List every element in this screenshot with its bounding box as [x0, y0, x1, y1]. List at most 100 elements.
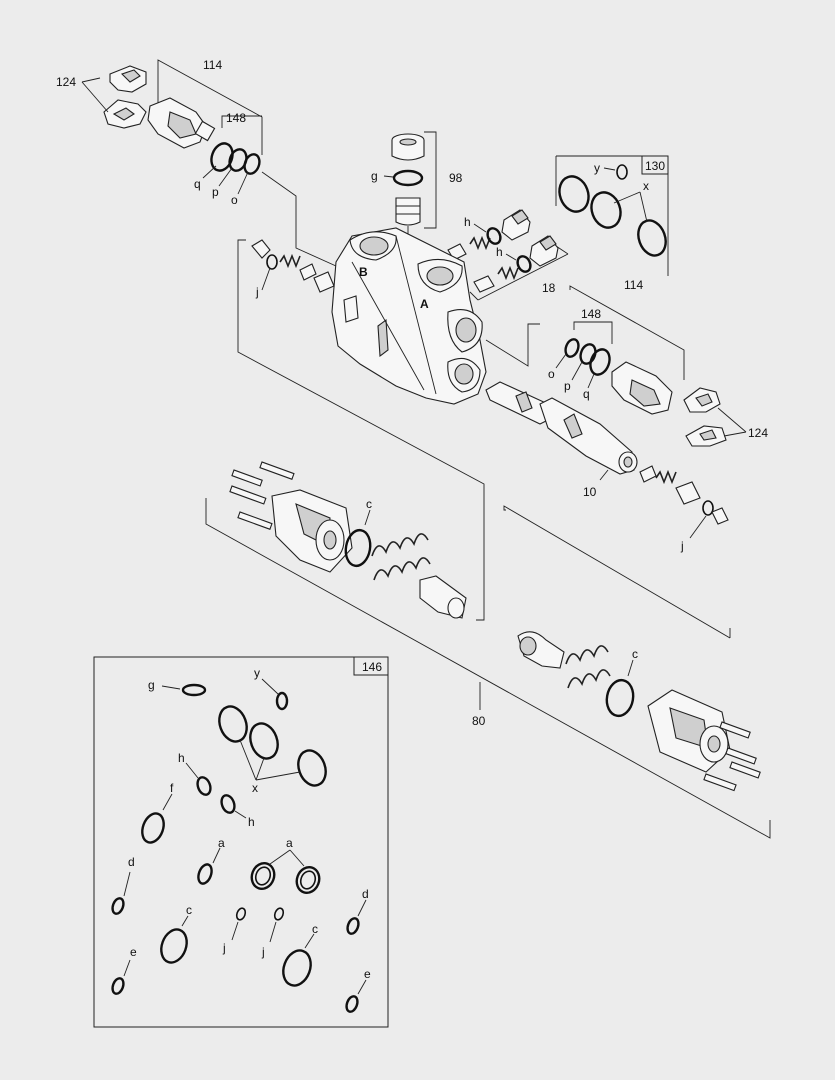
kit-oring-d-1 [111, 897, 125, 915]
callout-124-top: 124 [56, 75, 76, 89]
spring-cover-left: 80 c [205, 461, 771, 839]
kit-label-c-2: c [312, 922, 318, 936]
bracket-148-right [573, 321, 613, 344]
clamp-124-top-upper [109, 65, 147, 93]
oring-x-top-3 [637, 219, 667, 257]
relief-valve-cartridge-right [611, 361, 673, 415]
clamp-124-right-lower [685, 425, 727, 447]
bracket-18-lower [477, 253, 569, 301]
kit-label-x: x [252, 781, 258, 795]
leader-to-body-b [261, 171, 337, 267]
kit-label-f: f [170, 781, 174, 795]
kit-oring-h-2 [220, 794, 236, 814]
spring-cover-right: c [517, 628, 761, 792]
callout-x-top: x [643, 179, 649, 193]
clamp-124-right-upper [683, 387, 721, 413]
callout-130: 130 [645, 159, 665, 173]
oring-y-top [616, 164, 628, 180]
oring-x-top-1 [558, 175, 590, 213]
clamp-124-top-lower [103, 99, 147, 129]
box-130 [641, 155, 669, 175]
callout-h-top-1: h [464, 215, 471, 229]
callout-124-right: 124 [748, 426, 768, 440]
group-114-top: 114 124 148 q p o [56, 58, 337, 267]
kit-label-g: g [148, 678, 155, 692]
kit-oring-f [141, 812, 165, 844]
kit-oring-e-2 [345, 995, 359, 1013]
callout-y-top: y [594, 161, 600, 175]
kit-oring-x-3 [297, 749, 327, 787]
bracket-spool-right-top [503, 505, 731, 639]
cover-bolts-left [229, 461, 295, 530]
callout-98: 98 [449, 171, 463, 185]
oring-g-top [392, 169, 424, 187]
kit-label-j-1: j [222, 941, 226, 955]
kit-oring-h-1 [196, 776, 212, 796]
oring-o-right [564, 338, 580, 358]
callout-j-right: j [680, 539, 684, 553]
callout-10: 10 [583, 485, 597, 499]
kit-oring-g [181, 683, 207, 697]
callout-j-left: j [255, 285, 259, 299]
box-kit-146 [93, 656, 389, 1028]
kit-oring-c-1 [160, 928, 188, 964]
kit-label-c-1: c [186, 903, 192, 917]
leader-to-body-a [485, 323, 540, 367]
group-130: 130 y x [555, 155, 669, 276]
bracket-114-right [569, 285, 685, 380]
callout-g-top: g [371, 169, 378, 183]
kit-oring-e-1 [111, 977, 125, 995]
callout-18: 18 [542, 281, 556, 295]
cover-bolts-right [703, 721, 761, 792]
kit-label-h-2: h [248, 815, 255, 829]
callout-p-right: p [564, 379, 571, 393]
kit-backup-rings-a [250, 862, 321, 894]
kit-oring-d-2 [346, 917, 360, 935]
callout-q-right: q [583, 387, 590, 401]
callout-o-top: o [231, 193, 238, 207]
spool-10: 10 [485, 381, 638, 499]
bracket-114-top [157, 59, 263, 155]
valve-body: B A [331, 227, 487, 405]
kit-label-a-1: a [218, 836, 225, 850]
callout-q-top: q [194, 177, 201, 191]
kit-oring-c-2 [282, 949, 312, 987]
callout-80: 80 [472, 714, 486, 728]
callout-114-right: 114 [624, 278, 643, 292]
kit-oring-y [275, 691, 289, 711]
group-j-left: j [237, 239, 485, 621]
plug-cap [391, 133, 425, 161]
kit-oring-j-1 [235, 907, 247, 921]
bracket-80 [205, 498, 771, 839]
kit-oring-x-1 [218, 705, 248, 743]
bracket-98 [424, 131, 437, 229]
check-valve-lower [473, 235, 559, 293]
kit-oring-a-small [197, 863, 213, 885]
port-label-a: A [420, 297, 429, 311]
box-146-title [353, 656, 389, 676]
kit-label-e-1: e [130, 945, 137, 959]
callout-p-top: p [212, 185, 219, 199]
callout-o-right: o [548, 367, 555, 381]
seal-kit-146: 146 g y x h h f a a [93, 656, 389, 1028]
callout-c-left: c [366, 497, 372, 511]
bracket-148-top [221, 115, 262, 128]
check-valve-poppet [395, 197, 421, 226]
callout-148-top: 148 [226, 111, 246, 125]
kit-label-j-2: j [261, 945, 265, 959]
kit-oring-j-2 [273, 907, 285, 921]
oring-o-top [243, 153, 261, 175]
kit-oring-x-2 [249, 722, 279, 760]
group-j-right: j [503, 465, 731, 639]
group-98: 98 g [371, 131, 463, 262]
kit-label-a-2: a [286, 836, 293, 850]
group-114-right: 114 148 o p q 124 [485, 278, 768, 447]
oring-q-top [210, 142, 234, 172]
check-valve-upper [447, 209, 531, 261]
oring-x-top-2 [590, 191, 622, 229]
kit-label-y: y [254, 666, 260, 680]
callout-h-top-2: h [496, 245, 503, 259]
backup-ring-p-right [579, 343, 597, 365]
